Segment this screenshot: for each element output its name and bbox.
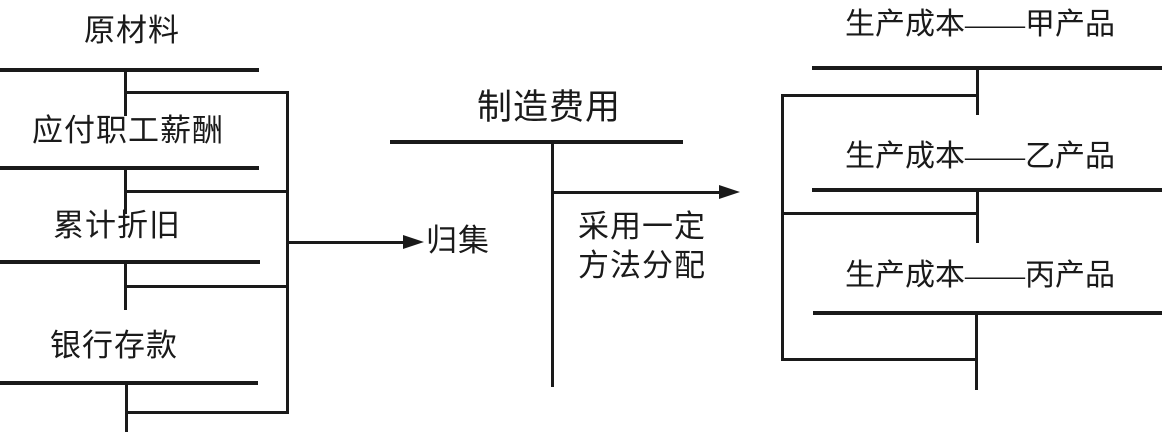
allocate-arrow-line (553, 191, 720, 194)
account-label-production-cost-a: 生产成本——甲产品 (845, 8, 1115, 41)
t-account-stem (551, 140, 554, 387)
t-account-stem (976, 66, 979, 115)
left-bus-line (286, 91, 289, 414)
t-account-top-line (812, 66, 1162, 70)
allocate-method-label-line2: 方法分配 (578, 248, 706, 283)
credit-connector (124, 285, 289, 288)
t-account-stem (975, 311, 978, 390)
t-account-top-line (0, 166, 259, 170)
t-account-top-line (390, 140, 683, 144)
account-label-production-cost-c: 生产成本——丙产品 (845, 259, 1115, 292)
account-label-accumulated-depreciation: 累计折旧 (53, 208, 181, 243)
account-label-manufacturing-overhead: 制造费用 (477, 88, 622, 127)
account-label-raw-materials: 原材料 (84, 13, 180, 48)
t-account-stem (125, 381, 128, 432)
collect-arrowhead-icon (403, 235, 424, 249)
t-account-top-line (0, 260, 260, 264)
credit-connector (124, 190, 289, 193)
debit-connector (781, 358, 978, 361)
account-label-payroll-payable: 应付职工薪酬 (32, 113, 224, 148)
collect-label: 归集 (426, 223, 490, 258)
t-account-top-line (0, 381, 258, 385)
allocate-method-label: 采用一定 方法分配 (578, 207, 706, 285)
t-account-top-line (0, 68, 259, 72)
debit-connector (781, 212, 979, 215)
t-account-stem (976, 188, 979, 243)
credit-connector (124, 91, 289, 94)
allocate-method-label-line1: 采用一定 (578, 209, 706, 244)
t-account-top-line (812, 188, 1162, 192)
allocate-arrowhead-icon (719, 185, 740, 199)
account-label-bank-deposits: 银行存款 (50, 328, 178, 363)
t-account-top-line (813, 311, 1162, 315)
debit-connector (781, 94, 979, 97)
right-bus-line (781, 94, 784, 361)
collect-arrow-line (287, 241, 404, 244)
credit-connector (125, 411, 289, 414)
account-label-production-cost-b: 生产成本——乙产品 (845, 140, 1115, 173)
